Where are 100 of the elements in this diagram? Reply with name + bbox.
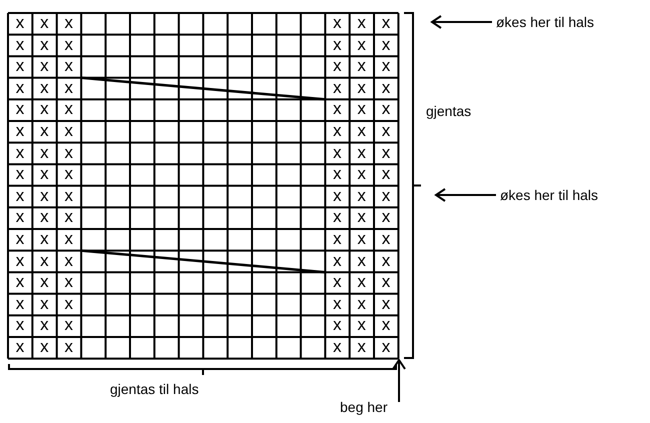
stitch-mark: x [64, 208, 74, 226]
stitch-mark: x [380, 230, 392, 248]
stitch-mark: x [356, 208, 367, 226]
stitch-mark: x [64, 294, 74, 313]
stitch-mark: x [380, 165, 392, 184]
stitch-mark: x [39, 78, 50, 97]
stitch-mark: x [332, 57, 342, 76]
stitch-mark: x [332, 14, 342, 32]
stitch-mark: x [380, 36, 392, 54]
stitch-mark: x [380, 338, 392, 356]
stitch-mark: x [39, 294, 50, 313]
stitch-mark: x [14, 294, 26, 313]
stitch-mark: x [14, 273, 26, 292]
stitch-mark: x [39, 100, 50, 118]
repeat-label: gjentas til hals [110, 381, 199, 397]
bracket [403, 12, 422, 359]
stitch-mark: x [64, 14, 74, 32]
stitch-mark: x [380, 316, 392, 334]
instruction-text: økes her til hals [496, 14, 594, 30]
stitch-mark: x [356, 14, 367, 32]
stitch-mark: x [14, 57, 26, 76]
stitch-mark: x [332, 36, 342, 54]
stitch-mark: x [39, 165, 50, 184]
stitch-mark: x [356, 186, 367, 205]
stitch-mark: x [356, 316, 367, 334]
stitch-mark: x [380, 186, 392, 205]
stitch-mark: x [356, 122, 367, 140]
stitch-mark: x [356, 144, 367, 162]
stitch-mark: x [356, 165, 367, 184]
stitch-mark: x [39, 186, 50, 205]
stitch-mark: x [14, 230, 26, 248]
stitch-mark: x [356, 100, 367, 118]
stitch-mark: x [39, 338, 50, 356]
stitch-mark: x [332, 78, 342, 97]
stitch-mark: x [14, 316, 26, 334]
stitch-mark: x [380, 294, 392, 313]
stitch-mark: x [39, 208, 50, 226]
stitch-mark: x [380, 14, 392, 32]
stitch-mark: x [14, 208, 26, 226]
stitch-mark: x [39, 122, 50, 140]
stitch-mark: x [380, 78, 392, 97]
repeat-label: gjentas [426, 103, 472, 119]
stitch-mark: x [39, 252, 50, 270]
stitch-mark: x [64, 230, 74, 248]
arrow [435, 188, 496, 202]
stitch-mark: x [332, 338, 342, 356]
stitch-mark: x [14, 122, 26, 140]
stitch-mark: x [356, 57, 367, 76]
stitch-mark: x [332, 294, 342, 313]
stitch-mark: x [64, 186, 74, 205]
stitch-mark: x [356, 338, 367, 356]
stitch-mark: x [64, 100, 74, 118]
stitch-mark: x [14, 36, 26, 54]
stitch-mark: x [356, 36, 367, 54]
stitch-mark: x [380, 57, 392, 76]
stitch-mark: x [14, 144, 26, 162]
stitch-mark: x [332, 122, 342, 140]
arrow [431, 15, 492, 29]
stitch-mark: x [380, 100, 392, 118]
stitch-mark: x [64, 316, 74, 334]
stitch-mark: x [380, 122, 392, 140]
stitch-mark: x [332, 252, 342, 270]
stitch-mark: x [14, 338, 26, 356]
stitch-mark: x [332, 230, 342, 248]
stitch-mark: x [39, 230, 50, 248]
instruction-text: beg her [340, 399, 388, 415]
stitch-mark: x [14, 14, 26, 32]
stitch-mark: x [332, 316, 342, 334]
stitch-mark: x [14, 100, 26, 118]
stitch-mark: x [39, 273, 50, 292]
stitch-mark: x [356, 78, 367, 97]
stitch-mark: x [332, 208, 342, 226]
stitch-mark: x [39, 57, 50, 76]
stitch-mark: x [14, 186, 26, 205]
stitch-mark: x [332, 273, 342, 292]
stitch-mark: x [14, 165, 26, 184]
stitch-mark: x [356, 252, 367, 270]
stitch-mark: x [356, 230, 367, 248]
stitch-mark: x [64, 165, 74, 184]
stitch-mark: x [39, 316, 50, 334]
stitch-mark: x [356, 294, 367, 313]
stitch-mark: x [64, 36, 74, 54]
stitch-mark: x [14, 252, 26, 270]
stitch-mark: x [356, 273, 367, 292]
stitch-mark: x [332, 100, 342, 118]
knitting-chart-grid-drawing [7, 12, 400, 360]
stitch-mark: x [332, 144, 342, 162]
instruction-text: økes her til hals [500, 187, 598, 203]
stitch-mark: x [39, 144, 50, 162]
stitch-mark: x [380, 252, 392, 270]
stitch-mark: x [380, 273, 392, 292]
stitch-mark: x [64, 78, 74, 97]
stitch-mark: x [332, 186, 342, 205]
stitch-mark: x [39, 36, 50, 54]
stitch-mark: x [64, 338, 74, 356]
stitch-mark: x [64, 57, 74, 76]
arrow [392, 359, 406, 402]
stitch-mark: x [64, 252, 74, 270]
stitch-mark: x [380, 144, 392, 162]
stitch-mark: x [14, 78, 26, 97]
